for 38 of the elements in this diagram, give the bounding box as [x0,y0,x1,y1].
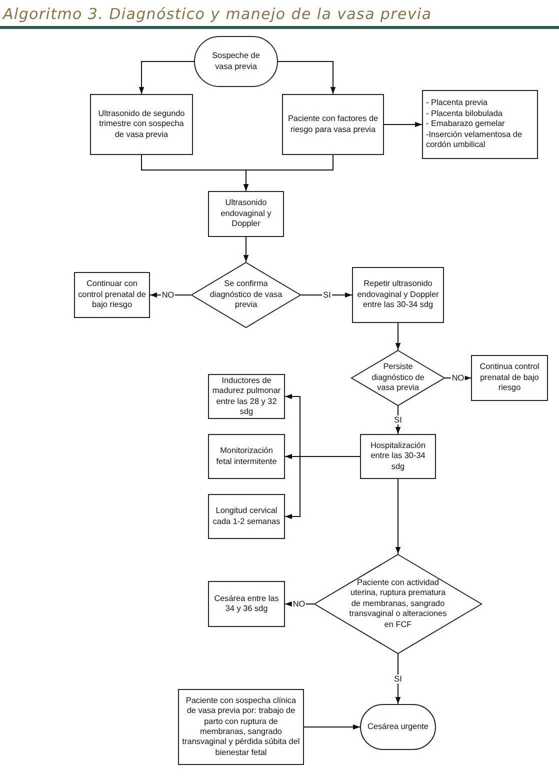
flow-arrow [395,478,401,554]
flow-arrow [300,292,352,298]
flow-arrow [278,61,336,94]
process-box: Cesárea entre las 34 y 36 sdg [208,581,285,627]
decision-diamond: Se confirma diagnóstico de vasa previa [191,262,301,328]
flow-arrow [243,236,249,262]
process-box: Ultrasonido endovaginal y Doppler [208,191,284,237]
edge-label: SI [393,674,403,684]
edge-label: SI [393,416,403,424]
flow-arrow [284,456,360,520]
decision-diamond: Persiste diagnóstico de vasa previa [351,350,445,406]
list-item: - Emabarazo gemelar [426,119,505,130]
list-item: - Placenta bilobulada [426,108,502,120]
flow-arrow [384,122,422,128]
process-box: Monitorización fetal intermitente [208,434,285,479]
note-box [422,90,538,159]
flow-arrow [243,154,334,192]
process-box: Longitud cervical cada 1-2 semanas [208,494,285,539]
flow-arrow [395,654,401,704]
process-box: Repetir ultrasonido endovaginal y Doppler entre las 30-34 sdg [352,267,444,323]
edge-label: NO [450,374,466,382]
flow-arrow [395,322,401,350]
diagram-title: Algoritmo 3. Diagnóstico y manejo de la vasa previa [3,5,432,23]
process-box: Hospitalización entre las 30-34 sdg [360,434,436,479]
edge-label: NO [292,600,306,608]
edge-label: NO [160,290,176,300]
edge-label: SI [322,290,332,300]
flow-arrow [138,61,194,94]
process-box: Paciente con sospecha clínica de vasa previa por: trabajo de parto con ruptura de membranas, sangrado transvaginal y pérdida súbita del bienestar fetal [178,689,304,765]
list-item: -Inserción velamentosa de cordón umbilical [426,130,524,151]
process-box: Continua control prenatal de bajo riesgo [471,355,548,401]
process-box: Continuar con control prenatal de bajo riesgo [74,272,150,318]
list-item: - Placenta previa [426,98,488,109]
process-box: Ultrasonido de segundo trimestre con sospecha de vasa previa [90,94,193,155]
process-box: Paciente con factores de riesgo para vasa previa [282,94,384,155]
flow-arrow [304,724,360,730]
process-box: Inductores de madurez pulmonar entre las 28 y 32 sdg [208,374,285,419]
decision-diamond: Paciente con actividad uterina, ruptura prematura de membranas, sangrado transvaginal o alteraciones en FCF [314,554,482,654]
